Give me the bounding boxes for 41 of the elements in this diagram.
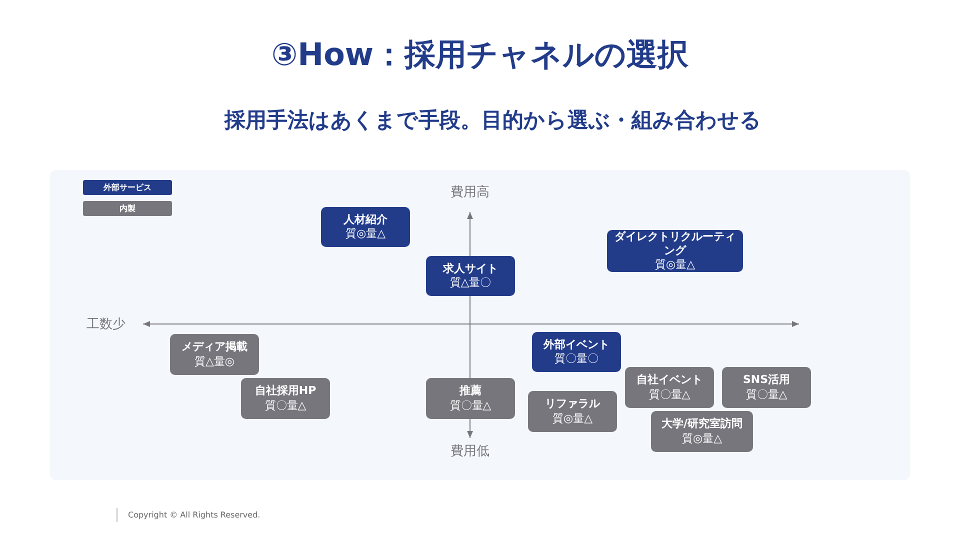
channel-box [532, 332, 621, 372]
axis-label: 工数少 [86, 316, 126, 333]
axis-label: 費用高 [450, 184, 490, 201]
rating-text: 質◎量△ [345, 227, 386, 242]
channel-name: 人材紹介 [344, 212, 388, 227]
channel-name: 求人サイト [443, 262, 498, 276]
channel-box [528, 391, 617, 432]
rating-text: 質〇量△ [648, 388, 690, 402]
channel-box [241, 378, 330, 419]
channel-box [170, 334, 259, 375]
axis-label: 費用低 [450, 443, 490, 460]
channel-name: メディア掲載 [182, 340, 248, 354]
channel-name: ダイレクトリクルーティング [614, 230, 736, 258]
legend-chip: 外部サービス [83, 180, 172, 195]
channel-box [321, 207, 410, 247]
rating-text: 質〇量△ [450, 398, 492, 413]
rating-text: 質△量◎ [194, 354, 235, 369]
channel-name: 外部イベント [544, 338, 610, 352]
subtitle: 採用手法はあくまで手段。目的から選ぶ・組み合わせる [223, 107, 762, 134]
rating-text: 質◎量△ [682, 432, 722, 446]
rating-text: 質〇量〇 [554, 352, 598, 366]
channel-box [607, 230, 743, 272]
channel-name: 自社イベント [636, 373, 702, 388]
channel-box [426, 378, 515, 419]
channel-box [722, 367, 811, 408]
channel-name: 推薦 [460, 384, 482, 398]
rating-text: 質〇量△ [264, 398, 306, 413]
title: ③How：採用チャネルの選択 [270, 36, 690, 75]
channel-box [426, 256, 515, 296]
legend-chip: 内製 [83, 201, 172, 216]
rating-text: 質◎量△ [654, 258, 696, 272]
channel-box [651, 411, 753, 452]
rating-text: 質◎量△ [552, 412, 593, 426]
channel-box [625, 367, 714, 408]
copyright-text: Copyright © All Rights Reserved. [128, 510, 260, 520]
channel-name: 自社採用HP [254, 384, 316, 398]
rating-text: 質〇量△ [746, 388, 788, 402]
channel-name: リファラル [545, 397, 600, 412]
channel-name: SNS活用 [742, 373, 790, 388]
channel-name: 大学/研究室訪問 [661, 417, 743, 432]
rating-text: 質△量〇 [450, 276, 492, 290]
